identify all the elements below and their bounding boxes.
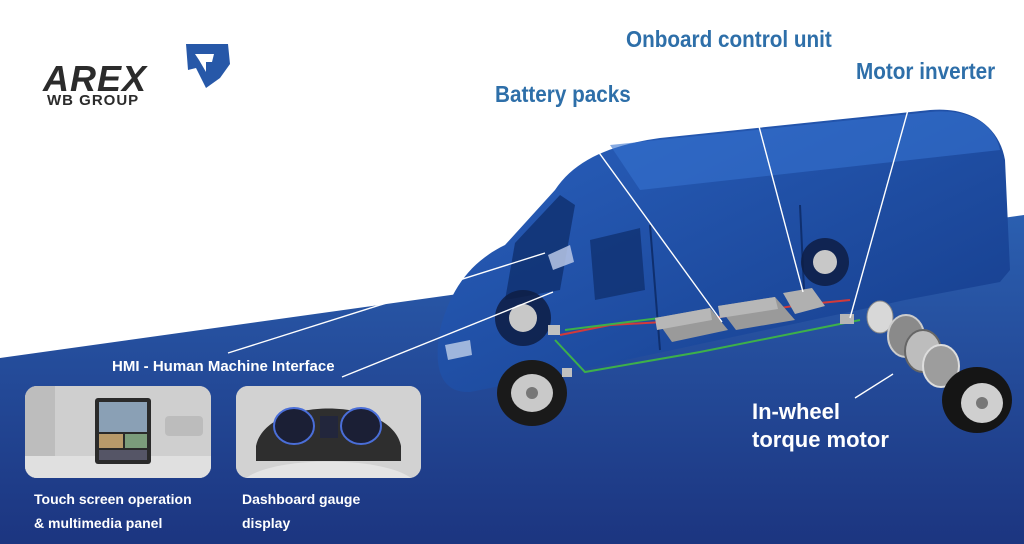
- brand-name: AREX: [43, 58, 148, 99]
- arex-logo-mark: [186, 44, 230, 88]
- leader-lines: [227, 54, 916, 399]
- callout-hmi: HMI - Human Machine Interface: [112, 358, 335, 375]
- dashboard-caption: Dashboard gauge display: [242, 487, 360, 535]
- hmi-screen-marker: [548, 245, 574, 270]
- dashboard-caption-line2: display: [242, 515, 291, 531]
- callout-battery-packs: Battery packs: [495, 81, 631, 107]
- touch-screen-caption: Touch screen operation & multimedia pane…: [34, 487, 192, 535]
- in-wheel-line1: In-wheel: [752, 399, 841, 424]
- dashboard-illustration: [236, 386, 421, 478]
- touch-screen-panel-image: [25, 386, 211, 478]
- callout-in-wheel-motor: In-wheel torque motor: [752, 398, 889, 454]
- touch-caption-line2: & multimedia panel: [34, 515, 163, 531]
- in-wheel-line2: torque motor: [752, 427, 889, 452]
- dashboard-caption-line1: Dashboard gauge: [242, 491, 361, 507]
- control-unit-box: [783, 288, 825, 314]
- front-wheel: [497, 360, 567, 426]
- battery-packs: [655, 297, 795, 342]
- callout-motor-inverter: Motor inverter: [856, 58, 996, 84]
- in-wheel-motor-exploded: [866, 300, 1012, 433]
- brand-subtitle: WB GROUP: [47, 92, 140, 109]
- inverter-box: [840, 314, 854, 324]
- touch-screen-illustration: [25, 386, 211, 478]
- callout-onboard-control-unit: Onboard control unit: [626, 26, 832, 52]
- dashboard-panel-image: [236, 386, 421, 478]
- touch-caption-line1: Touch screen operation: [34, 491, 192, 507]
